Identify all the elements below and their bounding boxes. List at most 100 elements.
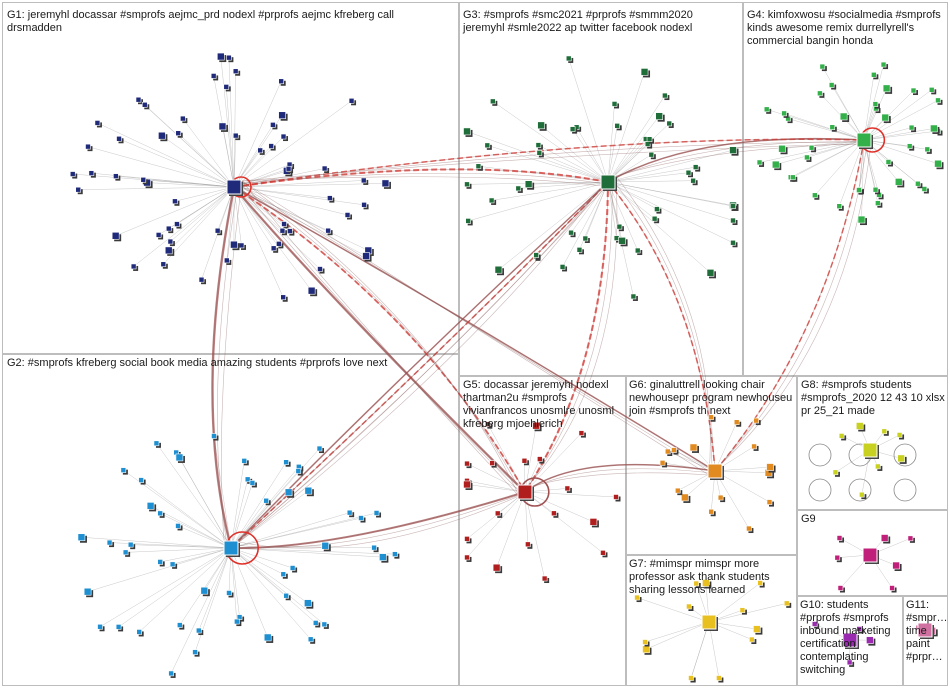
node-g1[interactable] — [233, 69, 238, 74]
node-g5[interactable] — [565, 486, 570, 491]
node-g1[interactable] — [156, 232, 161, 237]
node-g7[interactable] — [702, 580, 709, 587]
node-g6[interactable] — [671, 448, 676, 453]
node-g3[interactable] — [656, 113, 663, 120]
node-g3[interactable] — [465, 182, 470, 187]
node-g1[interactable] — [136, 97, 141, 102]
node-g2[interactable] — [374, 510, 379, 515]
node-g2[interactable] — [137, 629, 142, 634]
node-g5[interactable] — [465, 555, 470, 560]
node-g2[interactable] — [242, 458, 247, 463]
node-g1[interactable] — [131, 264, 136, 269]
node-g1[interactable] — [70, 172, 75, 177]
node-g2[interactable] — [84, 588, 91, 595]
hub-node-g9[interactable] — [863, 548, 877, 562]
node-g2[interactable] — [281, 572, 286, 577]
node-g4[interactable] — [779, 145, 786, 152]
node-g6[interactable] — [675, 488, 680, 493]
node-g7[interactable] — [686, 604, 691, 609]
node-g7[interactable] — [784, 601, 789, 606]
node-g3[interactable] — [731, 240, 736, 245]
node-g6[interactable] — [752, 444, 757, 449]
node-g5[interactable] — [464, 481, 471, 488]
node-g5[interactable] — [493, 564, 500, 571]
node-g6[interactable] — [718, 495, 723, 500]
node-g9[interactable] — [881, 535, 888, 542]
node-g4[interactable] — [909, 125, 914, 130]
node-g10[interactable] — [866, 637, 873, 644]
node-g7[interactable] — [758, 581, 763, 586]
node-g1[interactable] — [326, 228, 331, 233]
node-g1[interactable] — [95, 120, 100, 125]
node-g5[interactable] — [551, 511, 556, 516]
node-g3[interactable] — [649, 152, 654, 157]
hub-node-g1[interactable] — [227, 180, 241, 194]
node-g1[interactable] — [279, 79, 284, 84]
node-g1[interactable] — [349, 98, 354, 103]
node-g6[interactable] — [681, 494, 688, 501]
node-g4[interactable] — [922, 186, 927, 191]
node-g1[interactable] — [158, 132, 165, 139]
node-g3[interactable] — [569, 230, 574, 235]
node-g4[interactable] — [930, 125, 937, 132]
node-g3[interactable] — [566, 56, 571, 61]
node-g5[interactable] — [485, 422, 490, 427]
node-g9[interactable] — [890, 586, 895, 591]
node-g1[interactable] — [276, 241, 281, 246]
node-g1[interactable] — [226, 55, 231, 60]
node-g2[interactable] — [139, 478, 144, 483]
node-g3[interactable] — [731, 204, 736, 209]
node-g1[interactable] — [112, 232, 119, 239]
node-g4[interactable] — [772, 161, 779, 168]
node-g7[interactable] — [643, 646, 650, 653]
node-g1[interactable] — [215, 228, 220, 233]
node-g1[interactable] — [142, 102, 147, 107]
node-g3[interactable] — [570, 127, 575, 132]
node-g2[interactable] — [284, 460, 289, 465]
node-g1[interactable] — [282, 222, 287, 227]
node-g2[interactable] — [128, 542, 133, 547]
node-g2[interactable] — [234, 619, 239, 624]
hub-node-g6[interactable] — [708, 464, 722, 478]
node-g9[interactable] — [908, 536, 913, 541]
node-g4[interactable] — [782, 111, 787, 116]
node-g8[interactable] — [875, 464, 880, 469]
node-g1[interactable] — [239, 243, 244, 248]
node-g8[interactable] — [856, 422, 863, 429]
node-g1[interactable] — [327, 196, 332, 201]
node-g1[interactable] — [199, 277, 204, 282]
node-g9[interactable] — [835, 555, 840, 560]
node-g6[interactable] — [754, 418, 759, 423]
node-g1[interactable] — [279, 112, 286, 119]
node-g3[interactable] — [495, 266, 502, 273]
node-g1[interactable] — [211, 73, 216, 78]
node-g1[interactable] — [165, 247, 172, 254]
node-g2[interactable] — [372, 545, 377, 550]
node-g2[interactable] — [201, 587, 208, 594]
node-g4[interactable] — [830, 125, 835, 130]
node-g9[interactable] — [893, 562, 900, 569]
node-g1[interactable] — [287, 229, 292, 234]
node-g2[interactable] — [313, 620, 318, 625]
node-g4[interactable] — [790, 175, 795, 180]
node-g4[interactable] — [883, 85, 890, 92]
node-g3[interactable] — [647, 137, 652, 142]
node-g2[interactable] — [358, 516, 363, 521]
node-g2[interactable] — [193, 650, 198, 655]
node-g4[interactable] — [925, 147, 930, 152]
node-g3[interactable] — [489, 198, 494, 203]
node-g1[interactable] — [233, 133, 238, 138]
node-g3[interactable] — [619, 237, 626, 244]
node-g3[interactable] — [631, 294, 636, 299]
node-g4[interactable] — [881, 62, 886, 67]
node-g2[interactable] — [322, 542, 329, 549]
node-g3[interactable] — [667, 121, 672, 126]
node-g2[interactable] — [123, 550, 128, 555]
node-g2[interactable] — [379, 554, 386, 561]
node-g7[interactable] — [688, 676, 693, 681]
node-g4[interactable] — [873, 187, 878, 192]
node-g6[interactable] — [734, 420, 739, 425]
node-g5[interactable] — [522, 458, 527, 463]
node-g2[interactable] — [304, 600, 311, 607]
node-g2[interactable] — [107, 540, 112, 545]
